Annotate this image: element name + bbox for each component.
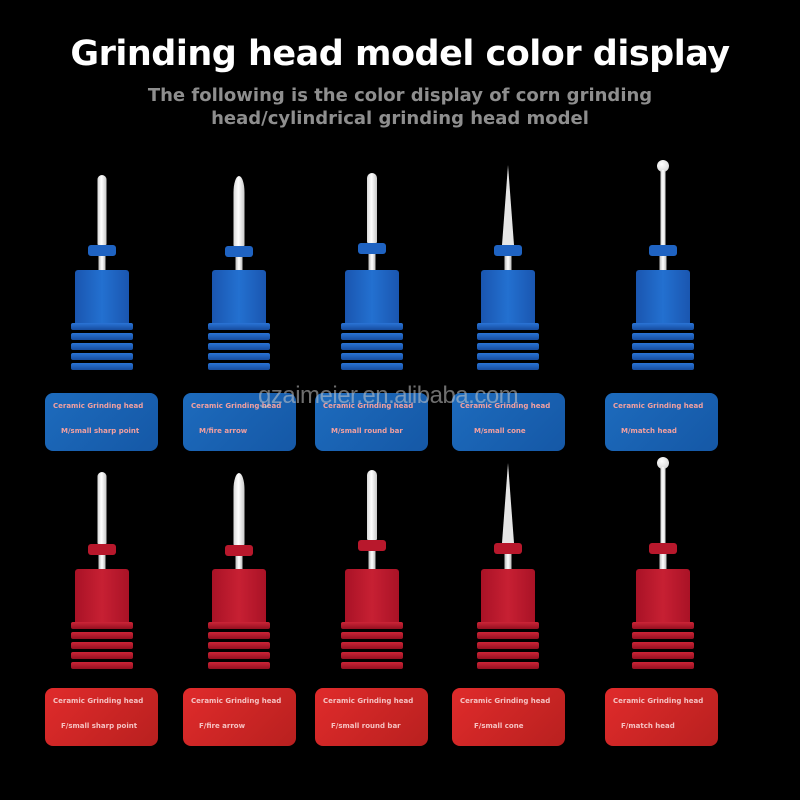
- bit-collar: [494, 543, 522, 554]
- bit-ribs: [477, 323, 539, 373]
- bit-body: [636, 569, 690, 625]
- bit-collar: [88, 245, 116, 256]
- label-f-fire-arrow: Ceramic Grinding head F/fire arrow: [183, 688, 296, 746]
- grinding-bit-f-small-cone: [473, 0, 543, 680]
- bit-ribs: [71, 323, 133, 373]
- grinding-bit-f-fire-arrow: [204, 0, 274, 680]
- label-title: Ceramic Grinding head: [323, 402, 414, 410]
- bit-ribs: [477, 622, 539, 672]
- label-title: Ceramic Grinding head: [460, 697, 551, 705]
- subtitle-line-1: The following is the color display of co…: [147, 85, 653, 106]
- bit-ribs: [208, 622, 270, 672]
- label-model: F/fire arrow: [199, 722, 246, 730]
- label-model: M/fire arrow: [199, 427, 248, 435]
- bit-shank: [659, 543, 667, 570]
- bit-tip-icon: [367, 470, 377, 540]
- bit-collar: [649, 543, 677, 554]
- bit-ribs: [341, 323, 403, 373]
- label-f-small-sharp-point: Ceramic Grinding head F/small sharp poin…: [45, 688, 158, 746]
- bit-collar: [225, 246, 253, 257]
- label-m-fire-arrow: Ceramic Grinding head M/fire arrow: [183, 393, 296, 451]
- bit-shank: [235, 545, 243, 570]
- bit-ribs: [71, 622, 133, 672]
- bit-body: [345, 569, 399, 625]
- label-title: Ceramic Grinding head: [613, 697, 704, 705]
- label-m-small-round-bar: Ceramic Grinding head M/small round bar: [315, 393, 428, 451]
- label-f-small-cone: Ceramic Grinding head F/small cone: [452, 688, 565, 746]
- label-f-match-head: Ceramic Grinding head F/match head: [605, 688, 718, 746]
- bit-shank: [98, 245, 106, 270]
- label-model: M/small round bar: [331, 427, 403, 435]
- grinding-bit-f-small-sharp-point: [67, 0, 137, 680]
- grinding-bit-f-match-head: [628, 0, 698, 680]
- label-model: F/small cone: [474, 722, 524, 730]
- bit-tip-icon: [233, 473, 245, 545]
- bit-tip-icon: [660, 170, 666, 245]
- bit-shank: [98, 544, 106, 570]
- label-f-small-round-bar: Ceramic Grinding head F/small round bar: [315, 688, 428, 746]
- page-subtitle: The following is the color display of co…: [0, 84, 800, 130]
- bit-ribs: [208, 323, 270, 373]
- bit-collar: [358, 540, 386, 551]
- bit-shank: [504, 543, 512, 570]
- bit-ribs: [632, 323, 694, 373]
- bit-body: [636, 270, 690, 326]
- bit-ribs: [632, 622, 694, 672]
- label-model: F/small sharp point: [61, 722, 138, 730]
- label-model: M/match head: [621, 427, 677, 435]
- bit-collar: [358, 243, 386, 254]
- grinding-bit-f-small-round-bar: [337, 0, 407, 680]
- label-m-small-sharp-point: Ceramic Grinding head M/small sharp poin…: [45, 393, 158, 451]
- bit-tip-icon: [502, 165, 514, 245]
- label-model: F/match head: [621, 722, 675, 730]
- grinding-bit-m-small-cone: [473, 0, 543, 380]
- bit-tip-icon: [97, 175, 107, 245]
- bit-body: [75, 270, 129, 326]
- grinding-bit-m-fire-arrow: [204, 0, 274, 380]
- label-title: Ceramic Grinding head: [191, 402, 282, 410]
- bit-body: [212, 270, 266, 326]
- label-model: M/small sharp point: [61, 427, 140, 435]
- label-title: Ceramic Grinding head: [191, 697, 282, 705]
- bit-shank: [235, 246, 243, 270]
- bit-body: [212, 569, 266, 625]
- bit-shank: [504, 245, 512, 270]
- grinding-bit-m-match-head: [628, 0, 698, 380]
- bit-body: [75, 569, 129, 625]
- grinding-bit-m-small-round-bar: [337, 0, 407, 380]
- label-m-match-head: Ceramic Grinding head M/match head: [605, 393, 718, 451]
- label-model: F/small round bar: [331, 722, 401, 730]
- bit-body: [481, 569, 535, 625]
- bit-collar: [494, 245, 522, 256]
- label-model: M/small cone: [474, 427, 526, 435]
- bit-shank: [368, 540, 376, 570]
- label-m-small-cone: Ceramic Grinding head M/small cone: [452, 393, 565, 451]
- label-title: Ceramic Grinding head: [323, 697, 414, 705]
- bit-collar: [225, 545, 253, 556]
- bit-tip-icon: [502, 463, 514, 543]
- bit-ribs: [341, 622, 403, 672]
- bit-collar: [649, 245, 677, 256]
- bit-ball-icon: [657, 457, 669, 469]
- bit-shank: [368, 243, 376, 270]
- bit-body: [481, 270, 535, 326]
- bit-collar: [88, 544, 116, 555]
- label-title: Ceramic Grinding head: [53, 402, 144, 410]
- label-title: Ceramic Grinding head: [53, 697, 144, 705]
- bit-ball-icon: [657, 160, 669, 172]
- bit-tip-icon: [367, 173, 377, 243]
- label-title: Ceramic Grinding head: [613, 402, 704, 410]
- bit-tip-icon: [97, 472, 107, 544]
- page-title: Grinding head model color display: [70, 34, 730, 74]
- bit-tip-icon: [660, 467, 666, 543]
- subtitle-line-2: head/cylindrical grinding head model: [211, 108, 589, 129]
- grinding-bit-m-small-sharp-point: [67, 0, 137, 380]
- label-title: Ceramic Grinding head: [460, 402, 551, 410]
- bit-shank: [659, 245, 667, 270]
- bit-body: [345, 270, 399, 326]
- bit-tip-icon: [233, 176, 245, 246]
